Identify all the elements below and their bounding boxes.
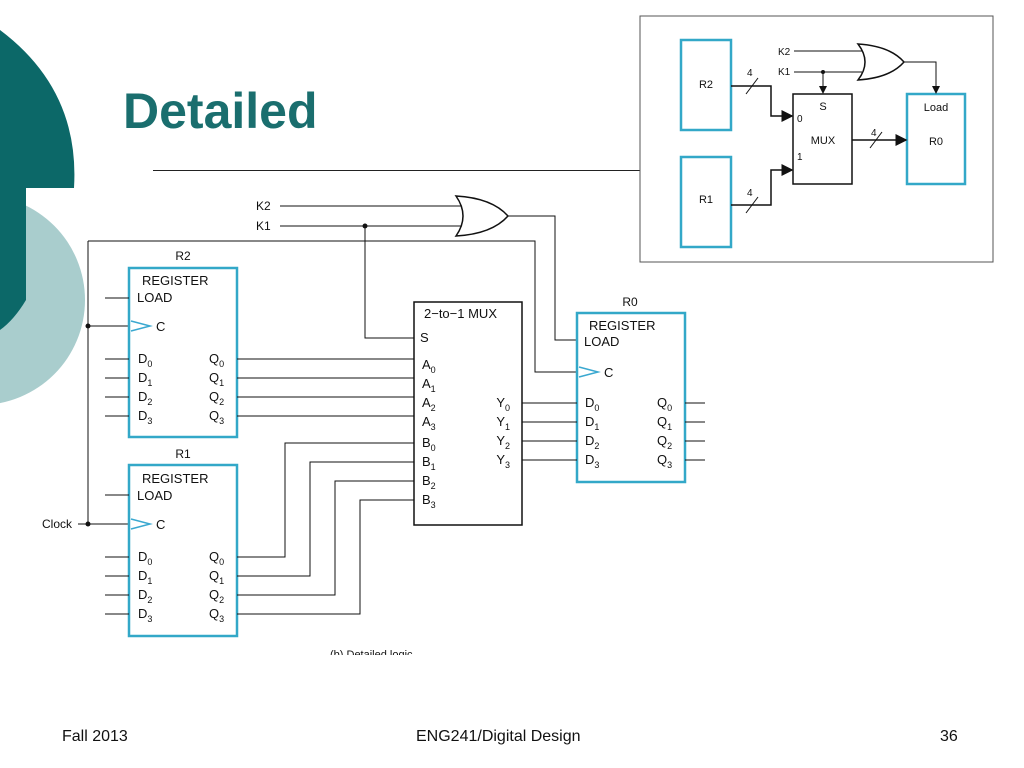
inset-frame [639, 15, 994, 263]
block-mux-select: S [819, 101, 826, 113]
block-load-wire [904, 61, 940, 94]
slide-title: Detailed [123, 83, 318, 139]
r2-load-label: LOAD [137, 290, 172, 305]
block-r0-label: R0 [929, 136, 943, 148]
register-r1 [127, 463, 239, 638]
block-mux-in1: 1 [797, 152, 803, 163]
block-mux-box [792, 93, 853, 185]
block-r1-bus-width: 4 [747, 188, 753, 199]
block-r2-bus [731, 85, 794, 122]
r1-clock-triangle [130, 518, 153, 530]
block-r2-label: R2 [699, 79, 713, 91]
k2-label: K2 [256, 199, 271, 213]
r1-q-to-b-wire-3 [237, 499, 414, 615]
block-r2-bus-width: 4 [747, 68, 753, 79]
r0-load-label: LOAD [584, 334, 619, 349]
caption-clip: (b) Detailed logic [330, 649, 413, 661]
block-or-gate [856, 43, 905, 81]
or-gate [454, 195, 510, 237]
mux-title: 2−to−1 MUX [424, 306, 497, 321]
r0-register-label: REGISTER [589, 318, 655, 333]
block-mux-in0: 0 [797, 114, 803, 125]
title-divider [153, 170, 640, 171]
r1-load-label: LOAD [137, 488, 172, 503]
select-wire [364, 226, 414, 339]
r1-register-label: REGISTER [142, 471, 208, 486]
r0-name: R0 [622, 295, 638, 309]
deco-dark-shape [0, 30, 75, 330]
r1-q-to-b-wire-2 [237, 480, 414, 596]
load-wire [508, 215, 578, 341]
clock-junction-r2 [85, 323, 91, 329]
block-out-bus-width: 4 [871, 128, 877, 139]
block-out-bus-slash [869, 131, 883, 149]
block-r1-box [679, 155, 733, 249]
r2-clock-pin: C [156, 319, 165, 334]
detailed-logic: K2 K1 Clock R2 REGISTER LOAD C R1 REGIST… [42, 195, 705, 661]
r2-name: R2 [175, 249, 191, 263]
k1-label: K1 [256, 219, 271, 233]
r2-clock-triangle [130, 320, 153, 332]
r1-q-to-b-wire-1 [237, 461, 414, 577]
block-load-label: Load [924, 102, 948, 114]
block-r1-bus-slash [745, 196, 759, 214]
block-k1-label: K1 [778, 67, 791, 78]
block-mux-label: MUX [811, 135, 836, 147]
r0-clock-triangle [578, 366, 601, 378]
footer-course: ENG241/Digital Design [416, 728, 581, 745]
clock-wire-r0 [88, 240, 578, 373]
r1-clock-pin: C [156, 517, 165, 532]
block-r2-bus-slash [745, 77, 759, 95]
slide-decoration [0, 30, 85, 404]
mux-select-pin: S [420, 330, 429, 345]
r0-clock-pin: C [604, 365, 613, 380]
block-diagram-inset: R2 R1 S MUX 0 1 Load R0 K2 K1 4 4 4 [639, 15, 994, 263]
r2-register-label: REGISTER [142, 273, 208, 288]
register-r0 [575, 311, 687, 484]
block-k2-label: K2 [778, 47, 791, 58]
block-r1-bus [731, 164, 794, 206]
footer-date: Fall 2013 [62, 728, 128, 745]
r1-q-to-b-wire-0 [237, 442, 414, 558]
figure-caption: (b) Detailed logic [330, 649, 413, 661]
register-r2 [127, 266, 239, 439]
mux-2to1 [413, 301, 523, 526]
block-r1-label: R1 [699, 194, 713, 206]
block-r2-box [679, 38, 733, 132]
page-number: 36 [940, 728, 958, 745]
data-bus-wires [105, 358, 705, 615]
clock-label: Clock [42, 517, 73, 531]
r1-name: R1 [175, 447, 191, 461]
